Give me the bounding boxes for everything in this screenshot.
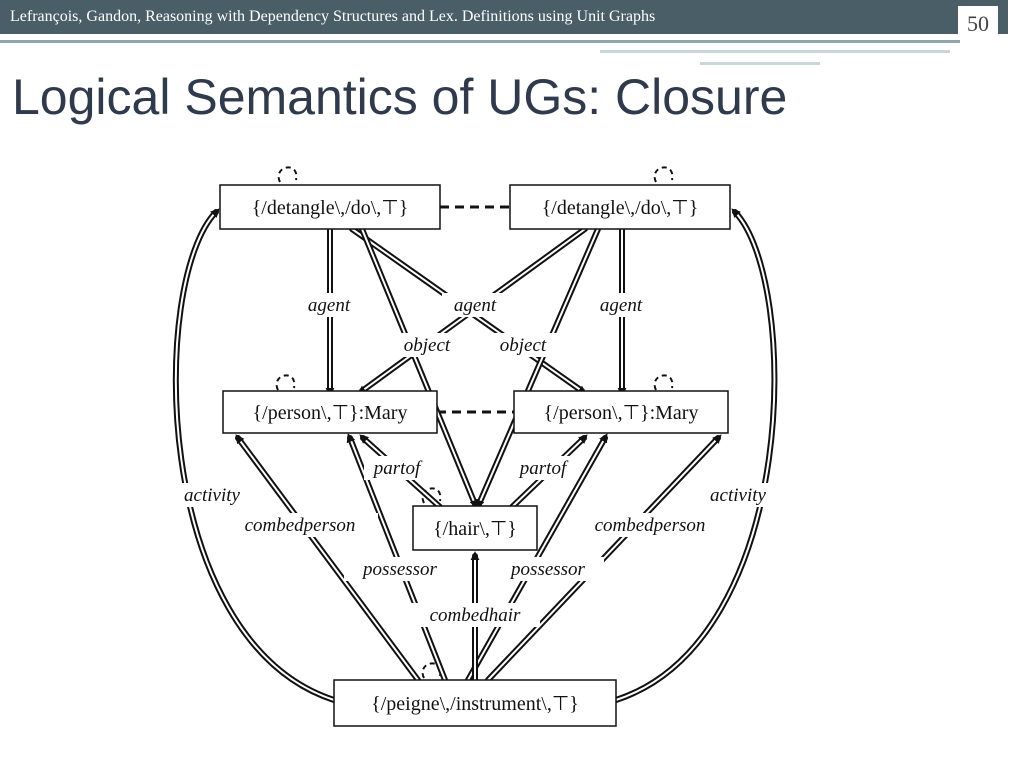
svg-text:{/detangle\,/do\,⊤}: {/detangle\,/do\,⊤} (252, 197, 409, 219)
svg-text:{/hair\,⊤}: {/hair\,⊤} (433, 518, 517, 540)
node-hair: {/hair\,⊤} (412, 505, 538, 551)
edge-label-combedhair: combedhair (410, 603, 540, 627)
svg-text:possessor: possessor (361, 559, 438, 580)
edge-activity-left (172, 208, 337, 703)
svg-text:{/person\,⊤}:Mary: {/person\,⊤}:Mary (544, 402, 699, 424)
edge-object-left (359, 226, 479, 509)
loop-mark (421, 487, 442, 504)
edge-label-agent-right: agent (588, 293, 654, 317)
edge-label-possessor-right: possessor (492, 557, 604, 581)
svg-text:object: object (404, 335, 451, 356)
edge-label-object-right: object (488, 333, 558, 357)
edge-label-object-left: object (392, 333, 462, 357)
header-stripe-short (700, 62, 820, 65)
edge-activity-right (613, 208, 778, 703)
edge-label-agent-middle: agent (442, 293, 508, 317)
node-peigne: {/peigne\,/instrument\,⊤} (333, 679, 617, 727)
edge-label-activity-left: activity (168, 483, 256, 507)
svg-text:partof: partof (518, 458, 569, 479)
edge-label-combedperson-left: combedperson (222, 513, 378, 537)
header-stripe-accent (600, 50, 950, 53)
loop-mark (653, 166, 674, 183)
svg-text:combedperson: combedperson (245, 515, 356, 536)
svg-text:{/detangle\,/do\,⊤}: {/detangle\,/do\,⊤} (542, 197, 699, 219)
edge-object-right (476, 226, 601, 509)
svg-text:combedperson: combedperson (595, 515, 706, 536)
svg-text:{/person\,⊤}:Mary: {/person\,⊤}:Mary (253, 402, 408, 424)
edge-label-partof-left: partof (364, 456, 430, 480)
header-bar: Lefrançois, Gandon, Reasoning with Depen… (0, 0, 1008, 34)
edge-label-partof-right: partof (510, 456, 576, 480)
node-person-right: {/person\,⊤}:Mary (513, 390, 729, 434)
edge-label-combedperson-right: combedperson (572, 513, 728, 537)
edge-label-agent-left: agent (296, 293, 362, 317)
svg-text:agent: agent (454, 295, 497, 316)
loop-mark (421, 662, 442, 679)
edge-combedperson-left (235, 434, 421, 683)
loop-mark (653, 374, 674, 391)
svg-text:object: object (500, 335, 547, 356)
svg-text:activity: activity (184, 485, 240, 506)
svg-text:agent: agent (308, 295, 351, 316)
slide-title: Logical Semantics of UGs: Closure (12, 69, 788, 125)
edge-label-possessor-left: possessor (344, 557, 456, 581)
svg-text:{/peigne\,/instrument\,⊤}: {/peigne\,/instrument\,⊤} (371, 693, 579, 715)
node-detangle-left: {/detangle\,/do\,⊤} (219, 184, 441, 230)
node-detangle-right: {/detangle\,/do\,⊤} (509, 184, 731, 230)
header-text: Lefrançois, Gandon, Reasoning with Depen… (10, 8, 656, 25)
svg-text:partof: partof (372, 458, 423, 479)
svg-text:activity: activity (710, 485, 766, 506)
loop-mark (277, 166, 298, 183)
svg-text:combedhair: combedhair (430, 605, 521, 626)
loop-mark (275, 374, 296, 391)
node-person-left: {/person\,⊤}:Mary (222, 390, 438, 434)
svg-text:possessor: possessor (509, 559, 586, 580)
header-stripe (0, 40, 960, 43)
slide-number: 50 (958, 6, 998, 42)
edge-label-activity-right: activity (694, 483, 782, 507)
svg-text:agent: agent (600, 295, 643, 316)
